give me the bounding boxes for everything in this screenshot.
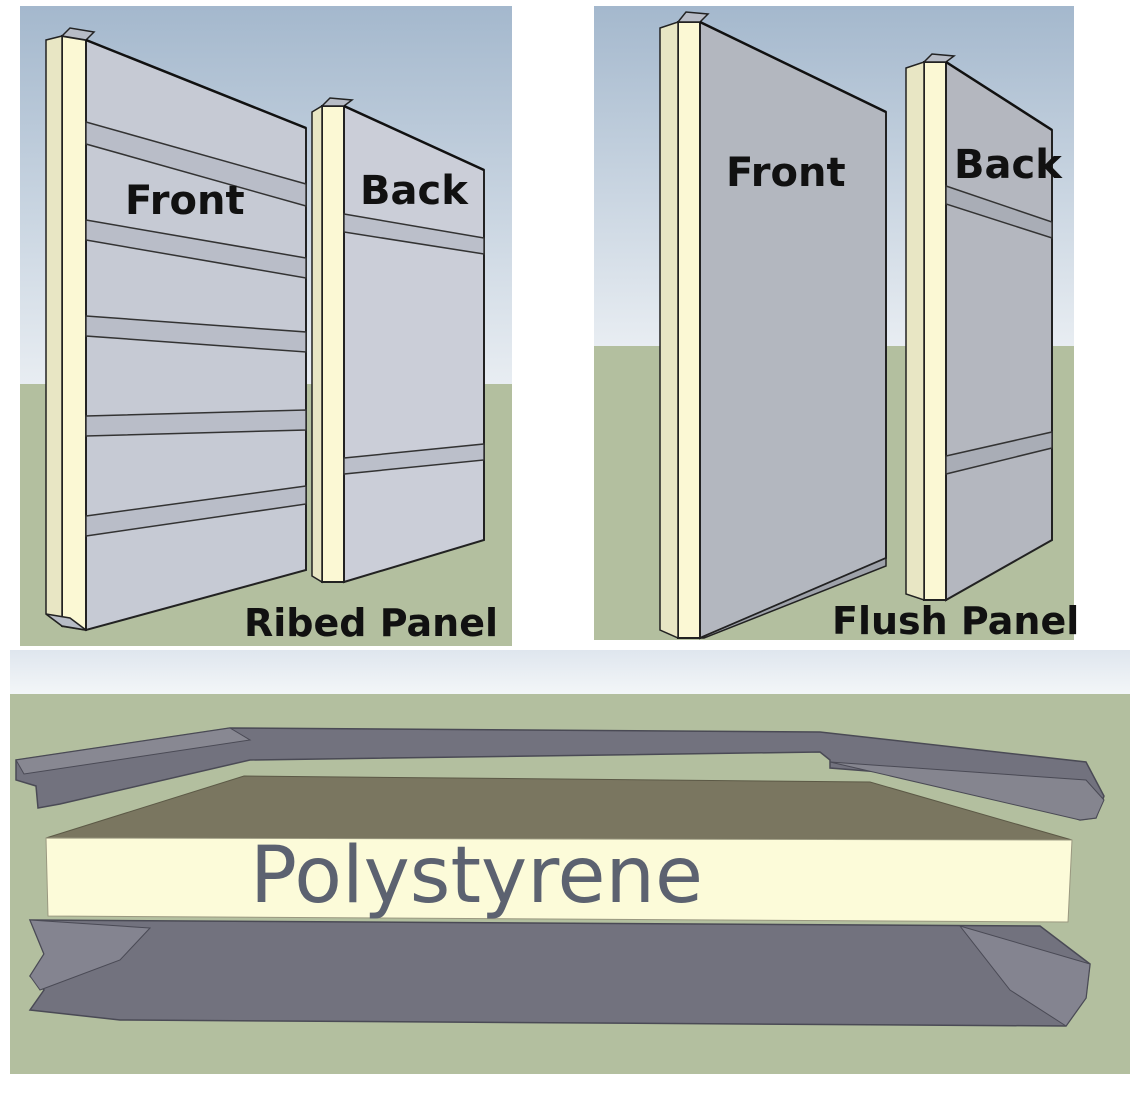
exploded-view-scene: Polystyrene (10, 650, 1130, 1074)
ribbed-panel-scene: Front Back Ribed Panel (20, 6, 512, 646)
ribs (85, 121, 307, 537)
flush-panel-caption: Flush Panel (832, 599, 1079, 643)
polystyrene-core (45, 775, 1073, 923)
sky (10, 650, 1130, 694)
bottom-steel-sheet (28, 919, 1091, 1027)
ribbed-back-panel (311, 97, 485, 584)
polystyrene-label: Polystyrene (250, 831, 703, 921)
flush-front-label: Front (726, 150, 846, 196)
flush-front-panel (659, 11, 887, 640)
ribbed-front-panel (45, 27, 307, 632)
flush-back-label: Back (954, 142, 1063, 188)
flush-back-panel (905, 53, 1053, 602)
ribbed-panel-caption: Ribed Panel (244, 601, 498, 645)
top-steel-sheet (15, 727, 1105, 821)
ribbed-front-label: Front (125, 178, 245, 224)
flush-panel-scene: Front Back Flush Panel (594, 6, 1079, 643)
ribbed-back-label: Back (360, 168, 469, 214)
